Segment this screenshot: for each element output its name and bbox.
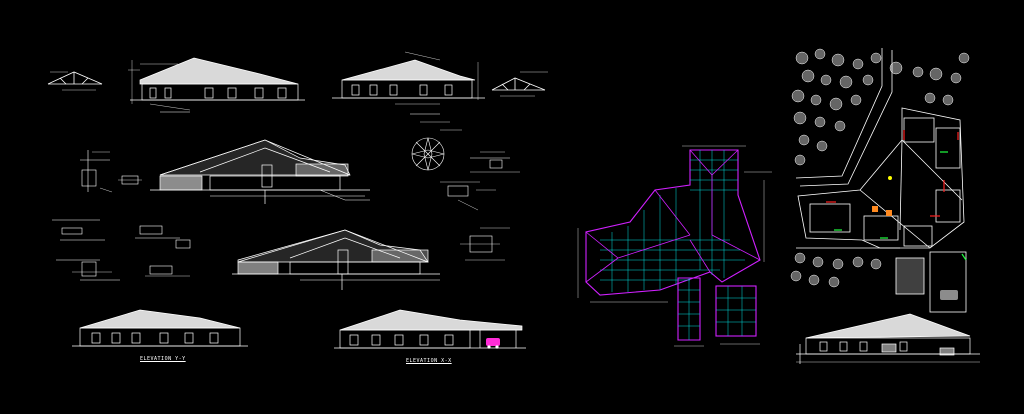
- section-lower: [232, 229, 440, 290]
- elevation-x-x: [334, 309, 526, 349]
- roof-truss-detail-left: [47, 71, 103, 91]
- site-plan-accents: [826, 130, 967, 261]
- detail-callouts-left-bottom: [52, 219, 191, 281]
- roof-plan: [577, 145, 772, 347]
- detail-callouts-middle: [440, 151, 520, 211]
- elevation-y-y: [72, 309, 248, 347]
- elevation-top-left: [128, 57, 305, 113]
- detail-callouts-right-middle: [460, 227, 510, 261]
- elevation-site-bottom-right: [796, 313, 980, 364]
- detail-callouts-left-top: [80, 150, 142, 193]
- site-plan-trees: [790, 48, 970, 288]
- elevation-y-y-label: ELEVATION Y-Y: [140, 356, 186, 362]
- elevation-x-x-label: ELEVATION X-X: [406, 358, 452, 364]
- compass-rose-detail: [411, 121, 462, 171]
- elevation-top-middle: [332, 51, 485, 115]
- section-upper: [150, 139, 370, 204]
- site-plan-parked-car: [940, 290, 958, 300]
- elevation-x-x-car: [486, 338, 500, 349]
- site-plan-building: [795, 48, 967, 313]
- roof-truss-detail-right: [491, 71, 548, 97]
